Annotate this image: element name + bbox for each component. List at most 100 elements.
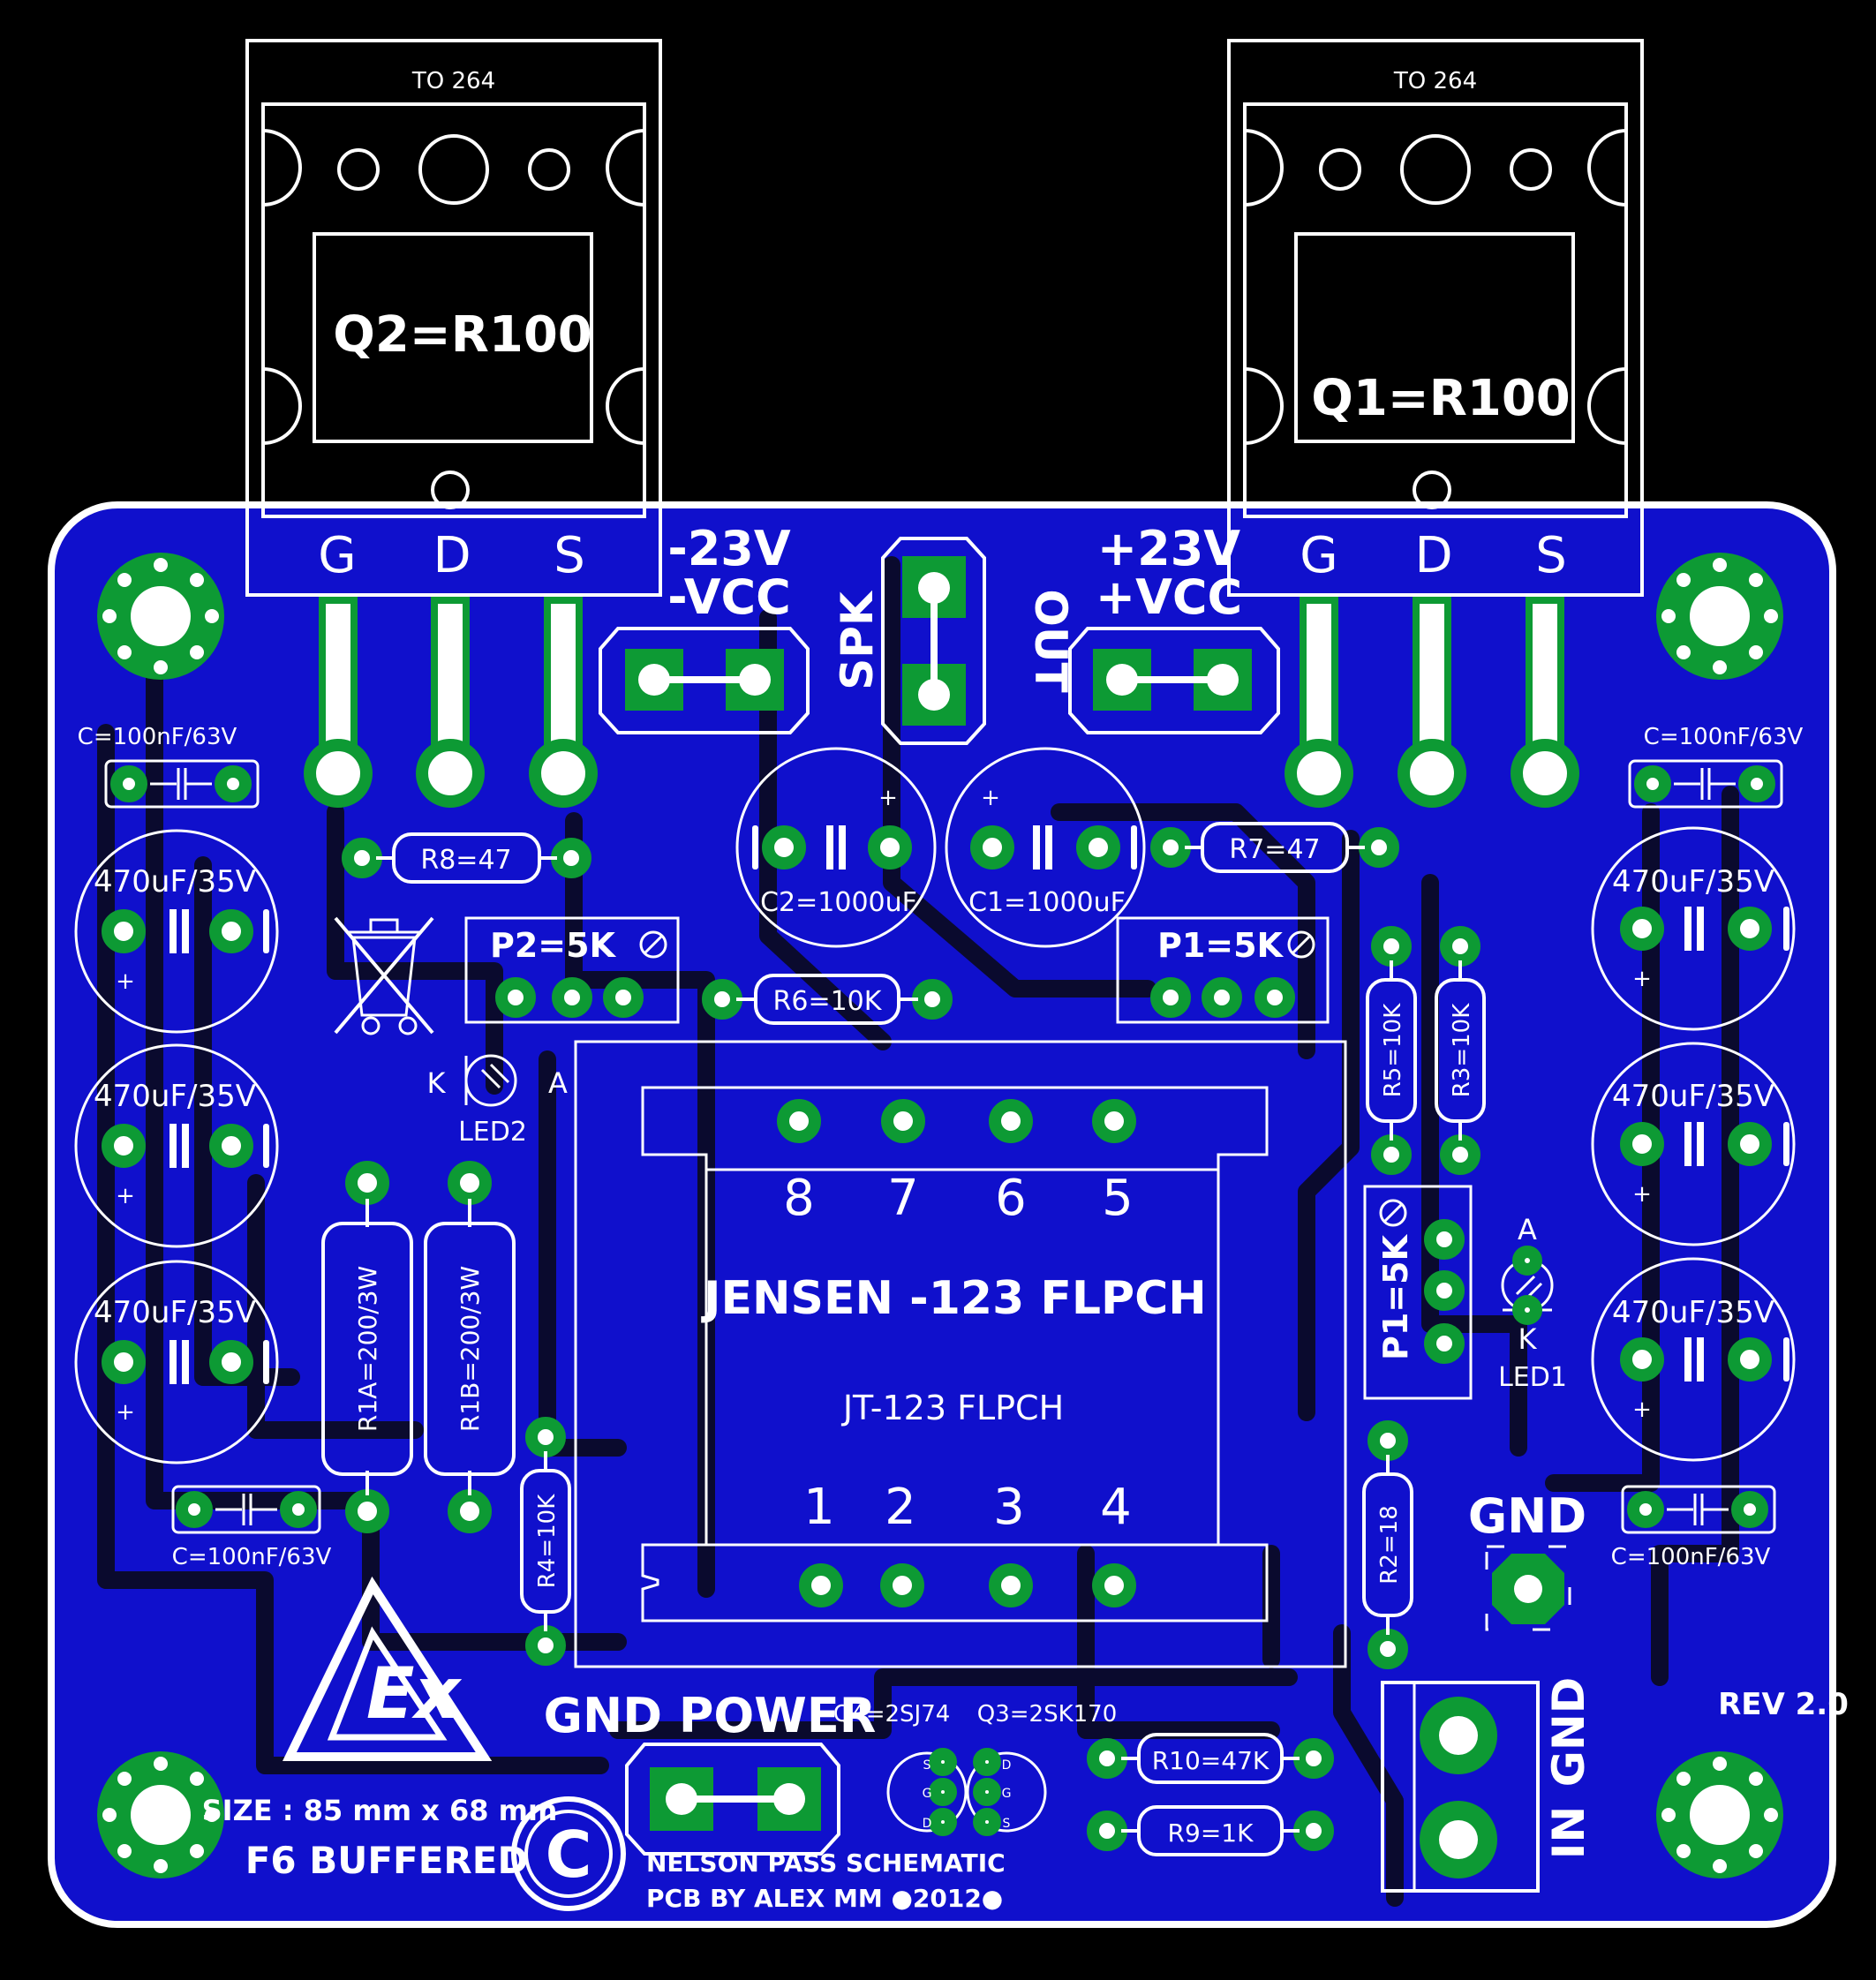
led1-cathode: K [1518,1322,1538,1356]
led2-cathode: K [427,1066,447,1100]
r9-label: R9=1K [1168,1818,1254,1848]
transformer-pin-8: 8 [783,1170,815,1227]
cap-plus: + [116,968,135,995]
cap-label: C=100nF/63V [1644,724,1804,750]
electrolytic-capacitor: 470uF/35V + [1591,826,1796,1031]
jfet-q3: Q3=2SK170 D G S [966,1701,1118,1836]
capacitor-c1: + C1=1000uF [945,747,1146,948]
mounting-hole-icon [97,553,224,680]
potentiometer-p1-vertical: P1=5K [1363,1185,1473,1400]
cap-plus: + [1632,1397,1652,1423]
led-icon [1501,1246,1554,1325]
mounting-hole-icon [1656,553,1783,680]
q3-pin-g: G [1002,1787,1012,1801]
q2-pin-d: D [433,527,471,584]
q1-pin-d: D [1414,527,1452,584]
capacitor-c-br: C=100nF/63V [1611,1485,1776,1570]
potentiometer-icon [639,930,667,959]
led1-anode: A [1518,1213,1537,1246]
mounting-hole-icon [1656,1751,1783,1878]
electrolytic-capacitor: 470uF/35V + [74,1260,279,1464]
transformer: 8 7 6 5 JENSEN -123 FLPCH JT-123 FLPCH 1… [574,1040,1347,1668]
electrolytic-capacitor: 470uF/35V + [74,829,279,1034]
resistor-r2: R2=18 [1362,1420,1413,1669]
capacitor-c2: + C2=1000uF [735,747,937,948]
r10-label: R10=47K [1152,1746,1270,1775]
q2-package: TO 264 [411,68,495,94]
transformer-pin-5: 5 [1102,1170,1134,1227]
credit-pcb: PCB BY ALEX MM ●2012● [646,1884,1003,1913]
cap-plus: + [878,785,898,811]
resistor-r7: R7=47 [1150,822,1399,873]
pos-supply-voltage: +23V [1097,521,1240,576]
gnd-label: GND [1468,1488,1586,1544]
cap-plus: + [981,785,1000,811]
r6-label: R6=10K [773,986,883,1017]
potentiometer-p1: P1=5K [1116,916,1330,1024]
r8-label: R8=47 [420,845,511,876]
capacitor-c-tl: C=100nF/63V [78,724,260,809]
led2-label: LED2 [458,1117,527,1148]
potentiometer-icon [1379,1199,1407,1227]
r1b-label: R1B=200/3W [456,1266,485,1432]
neg-supply-terminal: -23V -VCC [599,521,810,734]
transformer-pin-2: 2 [885,1479,916,1536]
gnd-power-terminal: GND POWER [544,1688,876,1856]
potentiometer-icon [1287,930,1315,959]
capacitor-c-bl: C=100nF/63V [171,1485,332,1570]
led2: K A LED2 [427,1054,568,1148]
r3-label: R3=10K [1449,1003,1475,1097]
q4-label: Q4=2SJ74 [833,1701,951,1728]
speaker-terminal: SPK OUT [832,537,1076,745]
revision: REV 2.0 [1718,1687,1849,1722]
cap-label: C=100nF/63V [1611,1544,1771,1570]
credit-schematic: NELSON PASS SCHEMATIC [646,1848,1006,1878]
q2-transistor: TO 264 Q2=R100 G D S [245,39,662,808]
q1-pin-g: G [1300,527,1337,584]
logo-icon: Ex [283,1576,493,1761]
q1-pin-s: S [1535,527,1567,584]
mounting-hole-icon [97,1751,224,1878]
cap-plus: + [1632,966,1652,992]
q4-pin-d: D [923,1817,932,1831]
capacitor-c-tr: C=100nF/63V [1628,724,1804,809]
resistor-r1b: R1B=200/3W [424,1161,516,1533]
q2-pin-s: S [554,527,585,584]
transformer-pin-7: 7 [887,1170,919,1227]
r5-label: R5=10K [1380,1003,1406,1097]
cap-label: C=100nF/63V [78,724,237,750]
q3-pin-s: S [1003,1817,1011,1831]
project-name: F6 BUFFERED [245,1839,529,1882]
resistor-r6: R6=10K [702,974,953,1025]
p2-label: P2=5K [490,926,617,965]
speaker-label: SPK [832,590,883,690]
transformer-subtitle: JT-123 FLPCH [841,1389,1064,1427]
cap-plus: + [1632,1181,1652,1208]
q1-package: TO 264 [1393,68,1477,94]
input-gnd-label: GND [1543,1677,1594,1787]
electrolytic-capacitor: 470uF/35V + [1591,1042,1796,1246]
transformer-pin-4: 4 [1100,1479,1132,1536]
cap-label: C=100nF/63V [172,1544,332,1570]
led-icon [464,1054,517,1107]
svg-text:Ex: Ex [366,1653,463,1735]
q4-pin-s: S [923,1758,931,1773]
r4-label: R4=10K [534,1494,561,1588]
q1-label: Q1=R100 [1311,370,1571,427]
electrolytic-capacitor: 470uF/35V + [1591,1257,1796,1462]
cap-plus: + [116,1183,135,1209]
resistor-r10: R10=47K [1087,1733,1334,1784]
cap-value: 470uF/35V [1612,1079,1774,1114]
potentiometer-p2: P2=5K [464,916,680,1024]
gnd-pad: GND [1468,1488,1586,1631]
cap-plus: + [116,1399,135,1426]
transformer-pin-3: 3 [993,1479,1025,1536]
weee-bin-icon [334,916,434,1035]
led1-label: LED1 [1498,1362,1567,1393]
resistor-r9: R9=1K [1087,1805,1334,1856]
cap-value: 470uF/35V [94,864,256,900]
input-in-label: IN [1543,1806,1594,1859]
q3-label: Q3=2SK170 [977,1701,1118,1728]
r2-label: R2=18 [1376,1505,1403,1584]
cap-value: 470uF/35V [94,1295,256,1330]
